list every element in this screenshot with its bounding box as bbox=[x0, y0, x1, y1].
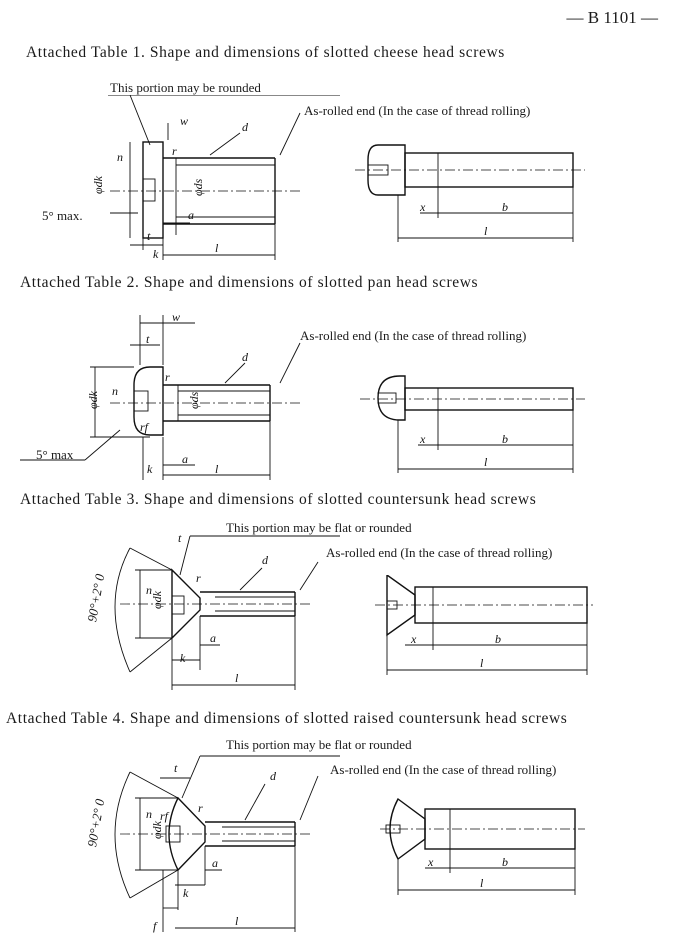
table-1-note-rolled-end: As-rolled end (In the case of thread rol… bbox=[304, 103, 531, 118]
dim-x: x bbox=[419, 432, 426, 446]
dim-t: t bbox=[147, 229, 151, 243]
table-2-note-angle: 5° max bbox=[36, 447, 74, 462]
dim-b: b bbox=[495, 632, 501, 646]
dim-rf: rf bbox=[160, 809, 170, 823]
table-4-title: Attached Table 4. Shape and dimensions o… bbox=[6, 710, 568, 727]
table-1-title: Attached Table 1. Shape and dimensions o… bbox=[26, 44, 505, 61]
table-3-note-flat: This portion may be flat or rounded bbox=[226, 520, 412, 535]
table-3-left-drawing: t d φdk n r a k l bbox=[114, 531, 340, 690]
dim-x: x bbox=[427, 855, 434, 869]
table-3-right-drawing: x b l bbox=[375, 575, 593, 675]
dim-a: a bbox=[188, 208, 194, 222]
dim-b: b bbox=[502, 200, 508, 214]
dim-r: r bbox=[172, 144, 177, 158]
table-2-right-drawing: x b l bbox=[360, 375, 585, 473]
dim-l: l bbox=[235, 671, 239, 685]
dim-t: t bbox=[178, 531, 182, 545]
dim-r: r bbox=[196, 571, 201, 585]
table-1-left-drawing: w d φdk n φds r a t k l bbox=[91, 95, 340, 261]
dim-l: l bbox=[215, 462, 219, 476]
table-4-note-rolled-end: As-rolled end (In the case of thread rol… bbox=[330, 762, 557, 777]
table-2-left-drawing: w t d φdk n φds r rf a k l bbox=[20, 310, 301, 480]
dim-w: w bbox=[172, 310, 180, 324]
dim-l: l bbox=[215, 241, 219, 255]
table-4-right-drawing: x b l bbox=[380, 797, 585, 895]
table-1-right-drawing: x b l bbox=[355, 144, 585, 242]
dim-k: k bbox=[183, 886, 189, 900]
dim-r: r bbox=[165, 370, 170, 384]
dim-l: l bbox=[484, 224, 488, 238]
table-1-note-angle: 5° max. bbox=[42, 208, 83, 223]
dim-b: b bbox=[502, 855, 508, 869]
dim-k: k bbox=[147, 462, 153, 476]
dim-ds: φds bbox=[187, 391, 201, 409]
dim-d: d bbox=[242, 350, 249, 364]
dim-a: a bbox=[212, 856, 218, 870]
dim-d: d bbox=[242, 120, 249, 134]
dim-f: f bbox=[153, 919, 158, 933]
table-4-left-drawing: t d φdk n rf r a k f l bbox=[114, 755, 340, 933]
dim-dk: φdk bbox=[86, 390, 100, 409]
dim-r: r bbox=[198, 801, 203, 815]
table-3-title: Attached Table 3. Shape and dimensions o… bbox=[20, 491, 537, 508]
dim-b: b bbox=[502, 432, 508, 446]
dim-l: l bbox=[480, 876, 484, 890]
dim-l: l bbox=[484, 455, 488, 469]
dim-ds: φds bbox=[191, 178, 205, 196]
table-2-note-rolled-end: As-rolled end (In the case of thread rol… bbox=[300, 328, 527, 343]
dim-x: x bbox=[419, 200, 426, 214]
dim-n: n bbox=[117, 150, 123, 164]
dim-x: x bbox=[410, 632, 417, 646]
dim-dk: φdk bbox=[91, 175, 105, 194]
dim-n: n bbox=[146, 583, 152, 597]
dim-t: t bbox=[146, 332, 150, 346]
dim-d: d bbox=[270, 769, 277, 783]
dim-n: n bbox=[112, 384, 118, 398]
dim-n: n bbox=[146, 807, 152, 821]
table-1-note-rounded: This portion may be rounded bbox=[110, 80, 261, 95]
dim-k: k bbox=[153, 247, 159, 261]
dim-a: a bbox=[182, 452, 188, 466]
dim-rf: rf bbox=[140, 420, 150, 434]
dim-d: d bbox=[262, 553, 269, 567]
dim-a: a bbox=[210, 631, 216, 645]
table-4-note-flat: This portion may be flat or rounded bbox=[226, 737, 412, 752]
dim-k: k bbox=[180, 651, 186, 665]
dim-w: w bbox=[180, 114, 188, 128]
table-2-title: Attached Table 2. Shape and dimensions o… bbox=[20, 274, 479, 291]
table-3-note-rolled-end: As-rolled end (In the case of thread rol… bbox=[326, 545, 553, 560]
page-header: — B 1101 — bbox=[566, 8, 658, 27]
dim-dk: φdk bbox=[150, 590, 164, 609]
dim-l: l bbox=[235, 914, 239, 928]
dim-t: t bbox=[174, 761, 178, 775]
dim-l: l bbox=[480, 656, 484, 670]
dim-dk: φdk bbox=[150, 820, 164, 839]
